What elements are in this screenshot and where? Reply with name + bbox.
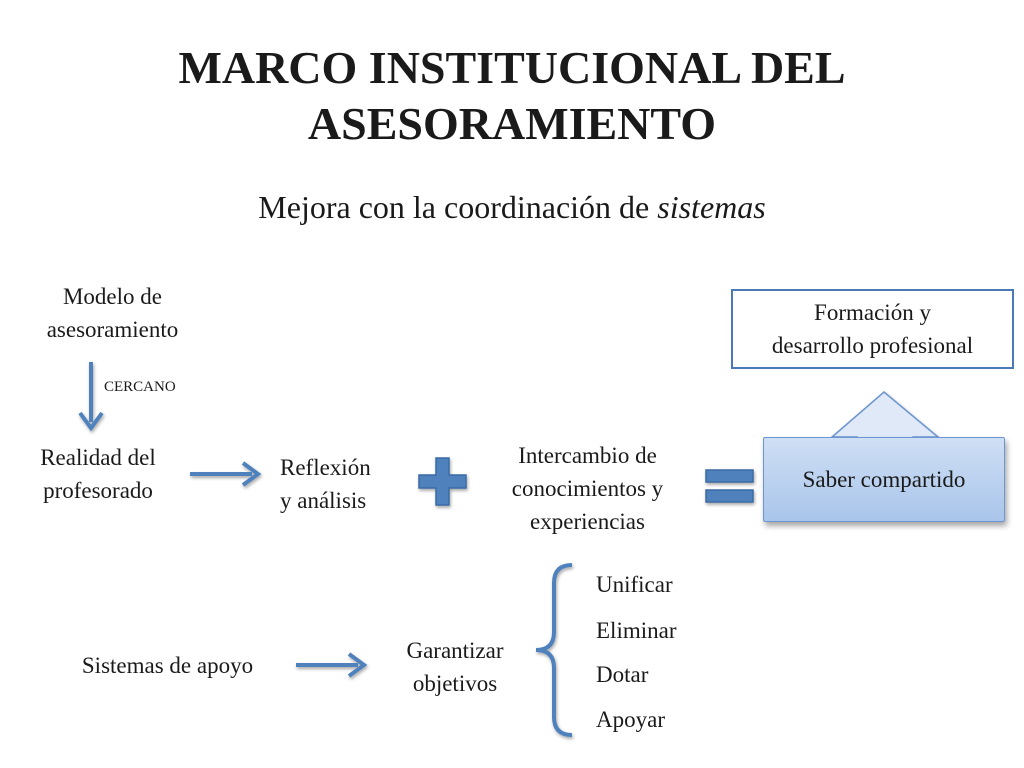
- node-formacion-line-2: desarrollo profesional: [771, 333, 974, 358]
- objective-item: Eliminar: [596, 618, 677, 643]
- node-reflexion-line-1: Reflexión: [280, 455, 371, 480]
- node-reflexion: Reflexión y análisis: [280, 451, 410, 517]
- subtitle-emphasis: sistemas: [657, 189, 766, 225]
- arrow-right-icon: [296, 652, 368, 678]
- node-formacion: Formación y desarrollo profesional: [731, 289, 1014, 369]
- objective-item: Apoyar: [596, 707, 665, 732]
- node-intercambio-line-2: conocimientos y: [511, 476, 664, 501]
- subtitle: Mejora con la coordinación de sistemas: [0, 187, 1024, 227]
- node-modelo: Modelo de asesoramiento: [20, 280, 205, 346]
- objective-item: Unificar: [596, 572, 673, 597]
- node-sistemas-apoyo: Sistemas de apoyo: [81, 653, 254, 678]
- node-realidad-line-1: Realidad del: [40, 445, 156, 470]
- node-reflexion-line-2: y análisis: [280, 488, 367, 513]
- plus-icon: [418, 457, 467, 506]
- node-modelo-line-1: Modelo de: [62, 284, 162, 309]
- node-saber-compartido: Saber compartido: [763, 437, 1005, 522]
- equals-icon: [705, 469, 754, 503]
- label-cercano: CERCANO: [104, 379, 176, 395]
- node-intercambio-line-3: experiencias: [530, 509, 645, 534]
- node-garantizar: Garantizar objetivos: [390, 634, 520, 700]
- node-modelo-line-2: asesoramiento: [46, 317, 179, 342]
- node-intercambio: Intercambio de conocimientos y experienc…: [480, 439, 695, 538]
- left-brace-icon: [535, 563, 573, 737]
- title-line-2: ASESORAMIENTO: [307, 98, 717, 149]
- node-garantizar-line-1: Garantizar: [406, 638, 504, 663]
- arrow-right-icon: [190, 461, 262, 487]
- node-saber-label: Saber compartido: [802, 466, 966, 492]
- page-title: MARCO INSTITUCIONAL DEL ASESORAMIENTO: [0, 40, 1024, 152]
- arrow-down-icon: [78, 362, 104, 432]
- title-line-1: MARCO INSTITUCIONAL DEL: [178, 42, 846, 93]
- node-garantizar-line-2: objetivos: [412, 671, 498, 696]
- subtitle-text: Mejora con la coordinación de: [258, 189, 658, 225]
- node-intercambio-line-1: Intercambio de: [518, 443, 657, 468]
- node-realidad-line-2: profesorado: [43, 478, 153, 503]
- objective-item: Dotar: [596, 662, 649, 687]
- node-realidad: Realidad del profesorado: [18, 441, 178, 507]
- node-formacion-line-1: Formación y: [814, 300, 931, 325]
- up-arrow-shape-icon: [829, 391, 941, 443]
